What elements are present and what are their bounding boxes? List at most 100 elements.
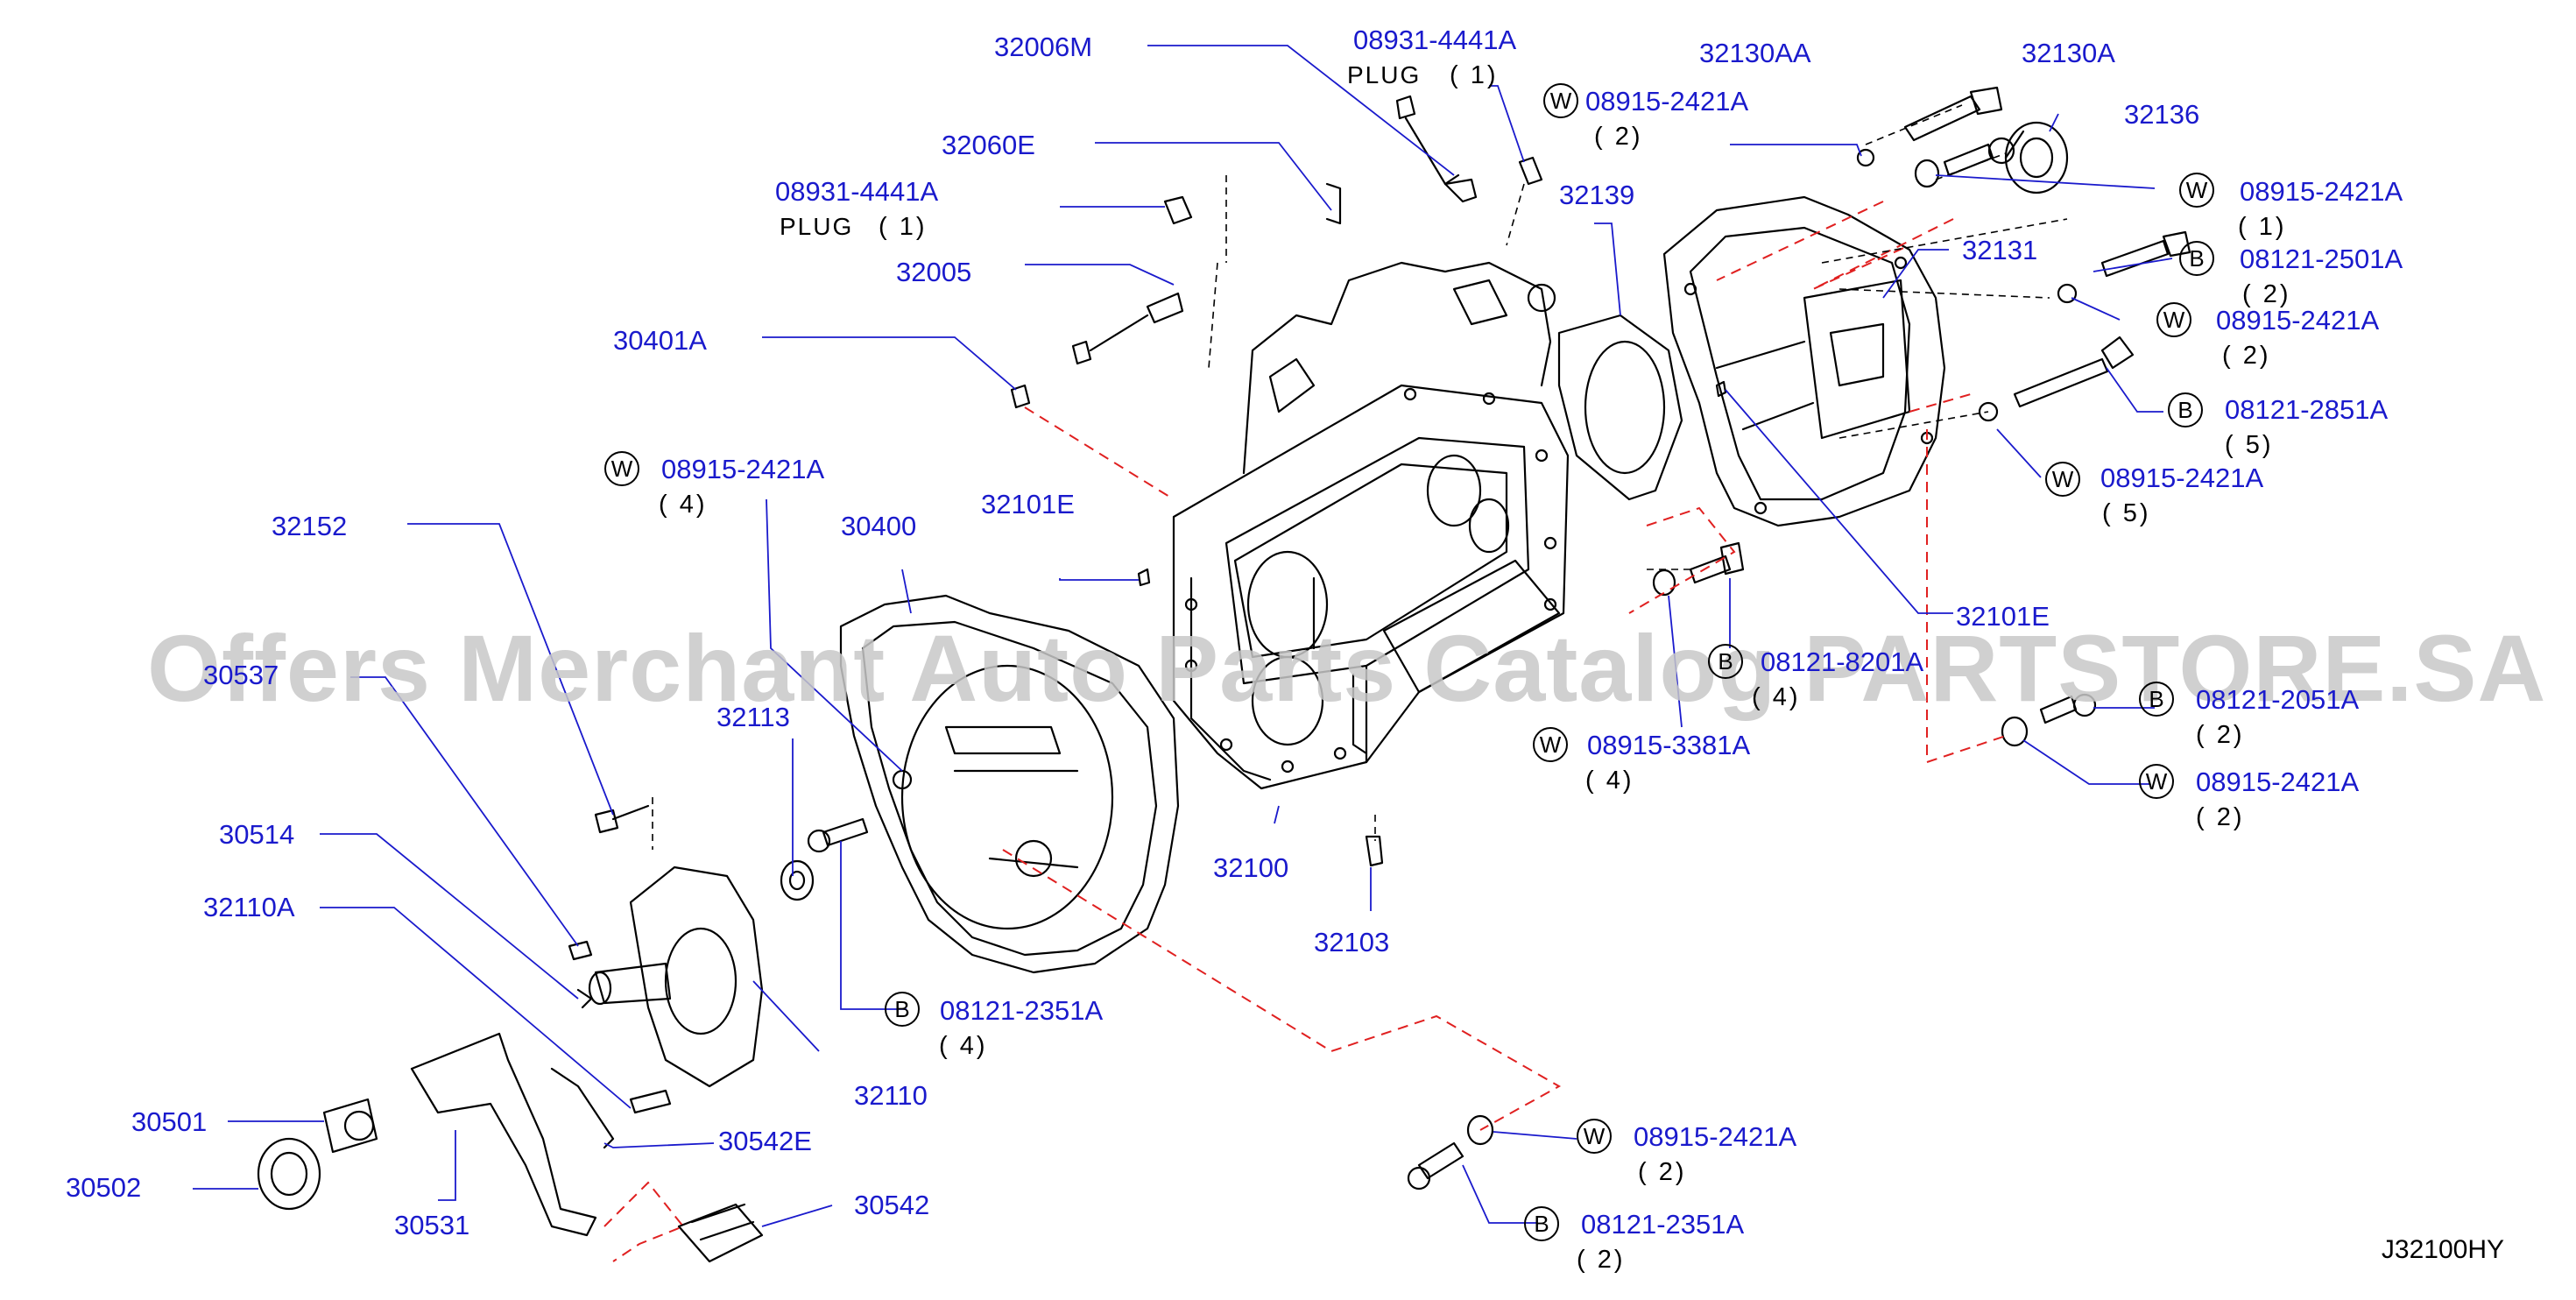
gasket-32139[interactable] [1557,314,1683,501]
label-32006M[interactable]: 32006M [994,32,1093,62]
qty-b-r3: ( 2) [2196,721,2245,749]
clip-30514[interactable] [576,988,593,1009]
label-32130AA[interactable]: 32130AA [1699,38,1811,68]
front-cover-32110[interactable] [588,865,764,1088]
qty-plug-mid: ( 1) [879,213,928,241]
washer-badge: W [1533,727,1568,762]
label-08931-4441A-mid[interactable]: 08931-4441A [775,176,939,207]
label-32139[interactable]: 32139 [1559,180,1635,210]
washer-w-r1[interactable] [1914,159,1940,188]
washer-w-bottom[interactable] [1466,1114,1494,1146]
plug-top[interactable] [1518,156,1543,186]
bolt-32110A[interactable] [629,1089,672,1114]
transmission-case-32100[interactable] [1172,384,1570,790]
spring-30542E[interactable] [550,1067,615,1149]
label-32136[interactable]: 32136 [2124,99,2200,130]
qty-w-r1: ( 1) [2238,213,2287,241]
label-08915-2421A-top[interactable]: 08915-2421A [1585,86,1749,117]
bolt-32152[interactable] [594,804,650,834]
bolt-32130AA[interactable] [1903,86,2003,142]
label-08915-2421A-left[interactable]: 08915-2421A [661,454,825,484]
bolt-b-r3[interactable] [2039,693,2097,724]
switch-32006M[interactable] [1395,95,1478,203]
label-08121-2051A[interactable]: 08121-2051A [2196,684,2360,715]
washer-w-r3[interactable] [1978,401,1999,422]
washer-w-r2[interactable] [2057,283,2078,304]
pin-32101E-left[interactable] [1137,568,1151,587]
clutch-housing-30400[interactable] [839,594,1180,974]
bolt-badge: B [885,992,920,1027]
label-08915-2421A-r3[interactable]: 08915-2421A [2100,463,2264,493]
label-30514[interactable]: 30514 [219,819,295,850]
label-08915-2421A-bottom[interactable]: 08915-2421A [1634,1121,1797,1152]
bolt-32130A[interactable] [1943,137,2015,177]
label-30502[interactable]: 30502 [66,1172,142,1203]
label-32101E-left[interactable]: 32101E [981,489,1075,519]
label-08915-2421A-r1[interactable]: 08915-2421A [2240,176,2403,207]
label-08915-2421A-r2[interactable]: 08915-2421A [2216,305,2380,336]
oil-seal-32113[interactable] [780,859,815,901]
washer-w-mid[interactable] [1652,569,1676,597]
rear-extension-32131[interactable] [1662,195,1946,527]
release-bearing-30502[interactable] [257,1137,321,1211]
label-08915-3381A[interactable]: 08915-3381A [1587,730,1751,760]
label-08931-4441A-top[interactable]: 08931-4441A [1353,25,1517,55]
label-30542E[interactable]: 30542E [718,1126,812,1156]
bracket-32060E[interactable] [1325,182,1342,225]
label-08121-2501A-r1[interactable]: 08121-2501A [2240,244,2403,274]
label-32110[interactable]: 32110 [854,1080,928,1111]
label-32130A[interactable]: 32130A [2022,38,2115,68]
qty-b-bottom: ( 2) [1577,1246,1626,1274]
bolt-b-left[interactable] [807,817,869,853]
label-32131[interactable]: 32131 [1962,235,2038,265]
withdrawal-lever-30531[interactable] [410,1032,597,1237]
bolt-b-mid[interactable] [1689,541,1745,584]
label-32060E[interactable]: 32060E [942,130,1035,160]
washer-badge: W [2156,302,2191,337]
washer-badge: W [1543,83,1578,118]
label-08121-2351A-bottom[interactable]: 08121-2351A [1581,1209,1745,1240]
sensor-32005[interactable] [1071,292,1184,365]
label-08121-2851A-r2[interactable]: 08121-2851A [2225,394,2389,425]
qty-b-r2: ( 5) [2225,431,2274,459]
label-32100[interactable]: 32100 [1213,852,1289,883]
label-32113[interactable]: 32113 [716,702,790,732]
dust-boot-30542[interactable] [677,1203,764,1263]
label-30401A[interactable]: 30401A [613,325,707,356]
bolt-b-bottom[interactable] [1407,1141,1464,1190]
label-08121-2351A-left[interactable]: 08121-2351A [940,995,1104,1026]
label-plug-mid: PLUG [780,213,854,240]
bolt-b-r2[interactable] [2013,336,2135,408]
label-08121-8201A[interactable]: 08121-8201A [1761,646,1924,677]
oil-seal-32136[interactable] [2004,121,2069,194]
qty-w-r3: ( 5) [2102,499,2151,527]
qty-w-top: ( 2) [1594,123,1643,151]
label-30531[interactable]: 30531 [394,1210,470,1240]
pin-32101E-right[interactable] [1715,380,1727,398]
label-32110A[interactable]: 32110A [203,892,295,922]
washer-badge: W [2045,462,2080,497]
plug-mid[interactable] [1163,195,1193,225]
washer-w-r4[interactable] [2001,716,2029,747]
plug-30401A[interactable] [1010,384,1031,409]
label-32005[interactable]: 32005 [896,257,972,287]
washer-top[interactable] [1856,148,1875,167]
label-08915-2421A-r4[interactable]: 08915-2421A [2196,767,2360,797]
drain-plug-32103[interactable] [1365,835,1384,867]
label-30542[interactable]: 30542 [854,1190,930,1220]
bolt-30537[interactable] [568,940,593,961]
washer-badge: W [2139,764,2174,799]
label-32101E-right[interactable]: 32101E [1956,601,2050,632]
qty-w-r2: ( 2) [2222,342,2271,370]
washer-badge: W [2179,173,2214,208]
qty-b-mid: ( 4) [1752,683,1801,711]
label-30537[interactable]: 30537 [203,660,279,690]
label-32103[interactable]: 32103 [1314,927,1390,957]
bearing-sleeve-30501[interactable] [322,1098,378,1154]
label-30400[interactable]: 30400 [841,511,917,541]
label-32152[interactable]: 32152 [272,511,348,541]
bolt-b-r1[interactable] [2100,230,2191,278]
qty-w-bottom: ( 2) [1638,1158,1687,1186]
label-30501[interactable]: 30501 [131,1106,208,1137]
